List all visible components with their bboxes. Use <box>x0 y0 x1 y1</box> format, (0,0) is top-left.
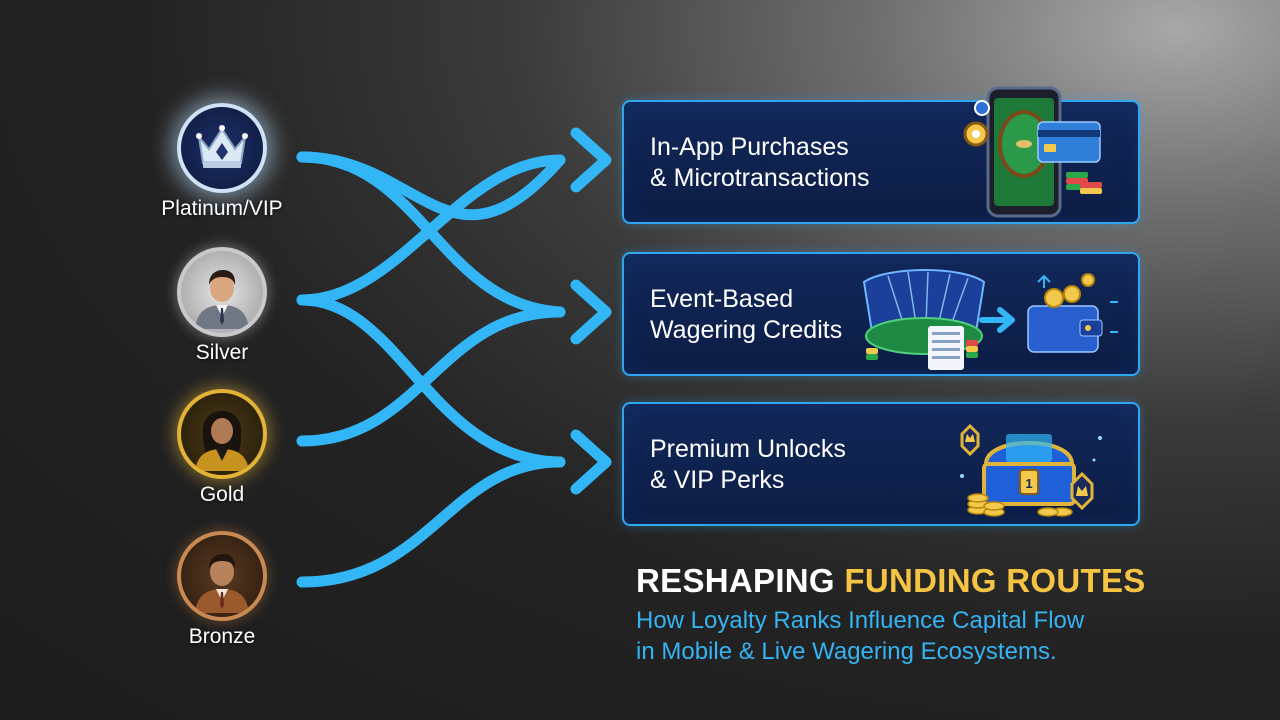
arrowhead-microtransactions <box>570 127 612 193</box>
route-title-line1: Event-Based <box>650 285 794 313</box>
route-title-line2: & VIP Perks <box>650 466 785 494</box>
tier-label-bronze: Bronze <box>188 625 256 648</box>
route-label-microtransactions: In-App Purchases & Microtransactions <box>650 132 870 194</box>
platinum-badge <box>177 103 267 193</box>
flow-silver-to-microtransactions <box>296 154 566 306</box>
bronze-badge <box>177 531 267 621</box>
headline-part2: FUNDING ROUTES <box>844 562 1146 599</box>
tier-silver: Silver <box>142 247 302 365</box>
tier-label-gold: Gold <box>199 483 245 506</box>
phone-card-chips-icon <box>963 86 1102 218</box>
arrowhead-wagering <box>570 279 612 345</box>
route-title-line2: Wagering Credits <box>650 316 843 344</box>
flow-bronze-to-premium <box>296 456 566 588</box>
route-title-line2: & Microtransactions <box>650 164 870 192</box>
route-title-line1: In-App Purchases <box>650 133 849 161</box>
silver-badge <box>177 247 267 337</box>
tier-bronze: Bronze <box>142 531 302 649</box>
tier-label-platinum: Platinum/VIP <box>161 197 283 220</box>
subheadline-line2: in Mobile & Live Wagering Ecosystems. <box>636 638 1057 665</box>
headline-part1: RESHAPING <box>636 562 835 599</box>
businesswoman-avatar-icon <box>195 411 249 471</box>
flow-gold-to-wagering <box>296 306 566 447</box>
businessman-avatar-icon <box>195 270 249 329</box>
arrowhead-premium <box>570 429 612 495</box>
headline: RESHAPING FUNDING ROUTES <box>636 562 1146 600</box>
route-label-wagering-credits: Event-Based Wagering Credits <box>650 284 842 346</box>
route-label-premium-perks: Premium Unlocks & VIP Perks <box>650 434 846 496</box>
tier-label-silver: Silver <box>195 341 249 364</box>
stadium-wallet-icon <box>862 269 1118 370</box>
gold-badge <box>177 389 267 479</box>
route-card-microtransactions: In-App Purchases & Microtransactions <box>622 86 1140 224</box>
route-card-premium-perks: Premium Unlocks & VIP Perks 1 <box>622 402 1140 526</box>
subheadline-line1: How Loyalty Ranks Influence Capital Flow <box>636 607 1085 634</box>
tier-platinum: Platinum/VIP <box>142 103 302 221</box>
subheadline: How Loyalty Ranks Influence Capital Flow… <box>636 605 1196 667</box>
crown-icon <box>196 125 248 168</box>
tier-gold: Gold <box>142 389 302 507</box>
route-card-wagering-credits: Event-Based Wagering Credits <box>622 252 1140 376</box>
businessman-avatar-icon <box>195 554 249 613</box>
treasure-chest-icon: 1 <box>960 423 1102 517</box>
route-title-line1: Premium Unlocks <box>650 435 846 463</box>
svg-text:1: 1 <box>1025 476 1032 491</box>
